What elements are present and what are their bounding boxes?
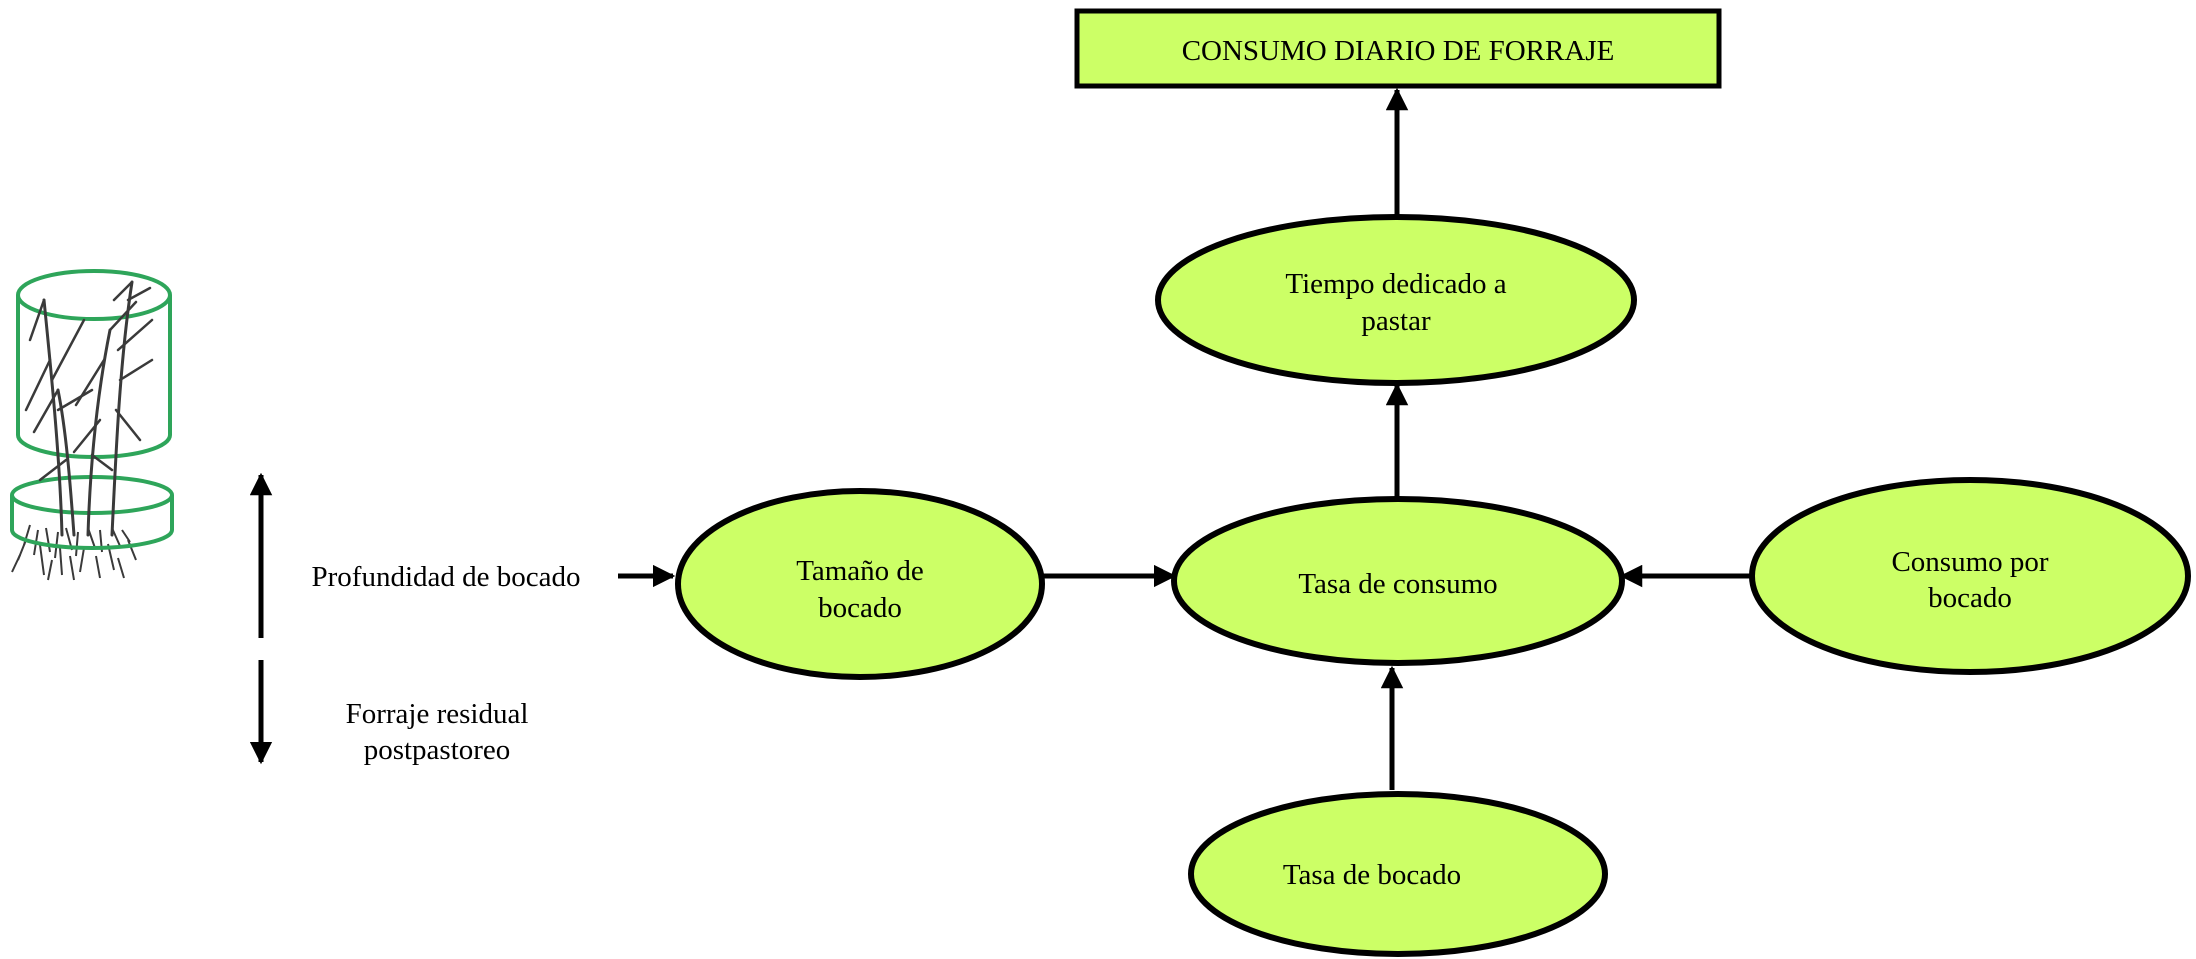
node-tamano-line1: Tamaño de bbox=[796, 555, 924, 587]
node-tiempo-line1: Tiempo dedicado a bbox=[1285, 268, 1506, 300]
node-tamano-bocado: Tamaño de bocado bbox=[675, 488, 1045, 680]
node-consumo-line2: bocado bbox=[1928, 582, 2012, 614]
node-tasa-bocado: Tasa de bocado bbox=[1188, 791, 1608, 957]
label-forraje-line1: Forraje residual bbox=[346, 698, 529, 730]
node-tiempo-dedicado: Tiempo dedicado a pastar bbox=[1155, 214, 1637, 386]
grass-plant-cylinder-icon bbox=[10, 269, 174, 581]
node-consumo-line1: Consumo por bbox=[1891, 546, 2048, 578]
node-tasa-bocado-label: Tasa de bocado bbox=[1283, 859, 1461, 891]
label-forraje-line2: postpastoreo bbox=[364, 734, 511, 766]
node-consumo-diario-label: CONSUMO DIARIO DE FORRAJE bbox=[1182, 35, 1615, 67]
node-consumo-por-bocado: Consumo por bocado bbox=[1749, 477, 2191, 675]
node-tiempo-line2: pastar bbox=[1361, 305, 1431, 337]
node-tamano-line2: bocado bbox=[818, 592, 902, 624]
label-profundidad: Profundidad de bocado bbox=[312, 561, 581, 593]
node-consumo-diario: CONSUMO DIARIO DE FORRAJE bbox=[1074, 8, 1722, 89]
node-tasa-consumo-label: Tasa de consumo bbox=[1298, 568, 1497, 600]
node-tasa-consumo: Tasa de consumo bbox=[1171, 496, 1625, 666]
